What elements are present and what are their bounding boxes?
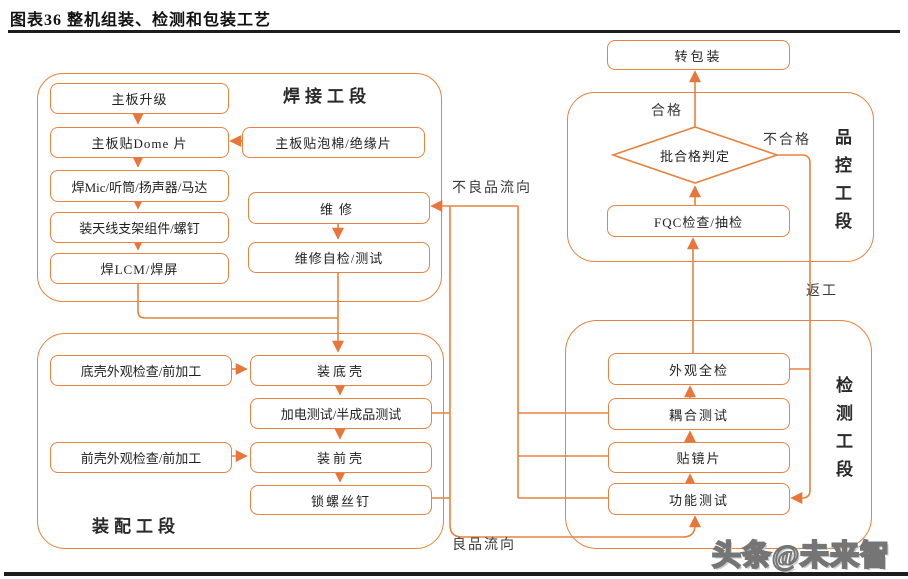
decision-batch-judgment: 批合格判定 bbox=[659, 148, 730, 164]
top-rule bbox=[8, 30, 900, 33]
box-mainboard-foam: 主板贴泡棉/绝缘片 bbox=[242, 127, 425, 158]
box-repair: 维修 bbox=[248, 192, 430, 224]
box-repair-selfcheck: 维修自检/测试 bbox=[248, 242, 430, 273]
page-title: 图表36 整机组装、检测和包装工艺 bbox=[10, 12, 272, 29]
defective-flow-lines bbox=[428, 200, 608, 499]
qc-section-container bbox=[567, 92, 874, 262]
rework-label: 返工 bbox=[806, 284, 838, 299]
box-appearance-full-inspect: 外观全检 bbox=[608, 353, 790, 385]
box-install-bottom-shell: 装底壳 bbox=[250, 355, 432, 386]
assembly-flow-lines bbox=[230, 363, 346, 483]
assembly-section-label: 装配工段 bbox=[92, 517, 180, 536]
box-front-shell-inspect: 前壳外观检查/前加工 bbox=[50, 442, 232, 473]
decision-diamond-shape bbox=[610, 126, 780, 184]
box-install-front-shell: 装前壳 bbox=[250, 442, 432, 473]
test-section-label: 检测工段 bbox=[833, 376, 852, 488]
defective-flow-label: 不良品流向 bbox=[452, 181, 532, 196]
fail-label: 不合格 bbox=[763, 133, 811, 148]
weld-flow-lines bbox=[132, 112, 344, 353]
box-power-on-test: 加电测试/半成品测试 bbox=[250, 398, 432, 429]
assembly-section-container bbox=[37, 333, 444, 549]
pass-label: 合格 bbox=[651, 104, 683, 119]
test-flow-lines bbox=[684, 70, 701, 486]
box-mainboard-upgrade: 主板升级 bbox=[50, 83, 229, 114]
box-function-test: 功能测试 bbox=[608, 483, 790, 515]
box-mainboard-dome: 主板贴Dome 片 bbox=[50, 127, 229, 158]
box-attach-lens: 贴镜片 bbox=[608, 442, 790, 473]
good-flow-lines bbox=[449, 206, 701, 538]
bottom-rule bbox=[4, 572, 908, 576]
weld-section-container bbox=[37, 73, 442, 302]
box-antenna-bracket: 装天线支架组件/螺钉 bbox=[50, 212, 229, 243]
watermark: 头条@未来智库 bbox=[711, 539, 890, 573]
box-coupling-test: 耦合测试 bbox=[608, 398, 790, 430]
box-fqc-check: FQC检查/抽检 bbox=[607, 205, 790, 237]
box-solder-lcm: 焊LCM/焊屏 bbox=[50, 253, 229, 284]
rework-flow-lines bbox=[777, 154, 811, 504]
weld-section-label: 焊接工段 bbox=[283, 87, 371, 106]
test-section-container bbox=[565, 320, 872, 549]
box-lock-screws: 锁螺丝钉 bbox=[250, 485, 432, 515]
box-solder-mic: 焊Mic/听筒/扬声器/马达 bbox=[50, 170, 229, 202]
good-flow-label: 良品流向 bbox=[452, 538, 516, 553]
box-to-packaging: 转包装 bbox=[607, 40, 790, 70]
qc-section-label: 品控工段 bbox=[832, 128, 851, 240]
box-bottom-shell-inspect: 底壳外观检查/前加工 bbox=[50, 355, 232, 386]
